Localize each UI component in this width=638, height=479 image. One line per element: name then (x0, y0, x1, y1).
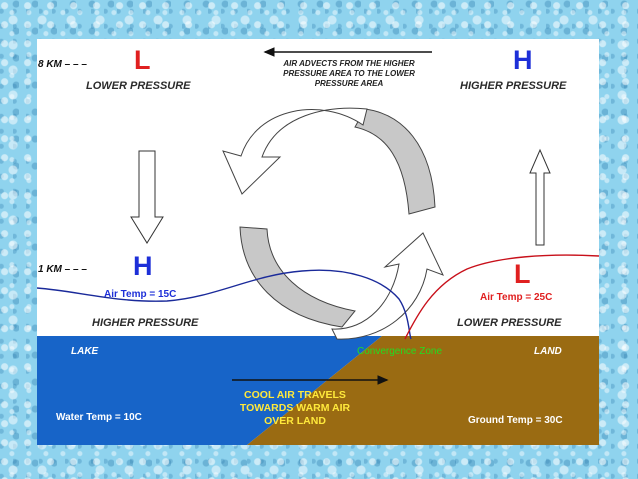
upper-low-letter: L (134, 45, 151, 76)
diagram-graphics (37, 39, 599, 445)
water-temp-label: Water Temp = 10C (56, 412, 142, 423)
rising-air-arrow (530, 150, 550, 245)
cool-air-line-3: OVER LAND (230, 415, 360, 428)
lake-label: LAKE (71, 346, 98, 357)
upper-low-label: LOWER PRESSURE (86, 80, 191, 92)
circulation-top-ribbon (355, 109, 435, 214)
circulation-bottom-arrow (332, 233, 443, 339)
circulation-top-arrow (223, 108, 367, 194)
cool-air-text: COOL AIR TRAVELS TOWARDS WARM AIR OVER L… (230, 389, 360, 428)
advection-line-2: PRESSURE AREA TO THE LOWER (259, 69, 439, 79)
advection-text: AIR ADVECTS FROM THE HIGHER PRESSURE ARE… (259, 59, 439, 89)
lower-low-label: LOWER PRESSURE (457, 317, 562, 329)
lower-high-label: HIGHER PRESSURE (92, 317, 198, 329)
level-8km-label: 8 KM – – – (38, 59, 87, 70)
level-1km-label: 1 KM – – – (38, 264, 87, 275)
lower-high-temp: Air Temp = 15C (104, 289, 176, 300)
advection-line-3: PRESSURE AREA (259, 79, 439, 89)
lower-high-letter: H (133, 251, 153, 282)
sinking-air-arrow (131, 151, 163, 243)
upper-high-letter: H (513, 45, 533, 76)
advection-line-1: AIR ADVECTS FROM THE HIGHER (259, 59, 439, 69)
circulation-bottom-ribbon (240, 227, 355, 327)
lower-low-letter: L (514, 259, 531, 290)
cool-air-line-2: TOWARDS WARM AIR (230, 402, 360, 415)
diagram-panel: 8 KM – – – 1 KM – – – L LOWER PRESSURE H… (37, 39, 599, 445)
ground-temp-label: Ground Temp = 30C (468, 415, 563, 426)
land-label: LAND (534, 346, 562, 357)
cool-air-line-1: COOL AIR TRAVELS (230, 389, 360, 402)
convergence-zone-label: Convergence Zone (357, 346, 442, 357)
upper-high-label: HIGHER PRESSURE (460, 80, 566, 92)
lower-low-temp: Air Temp = 25C (480, 292, 552, 303)
